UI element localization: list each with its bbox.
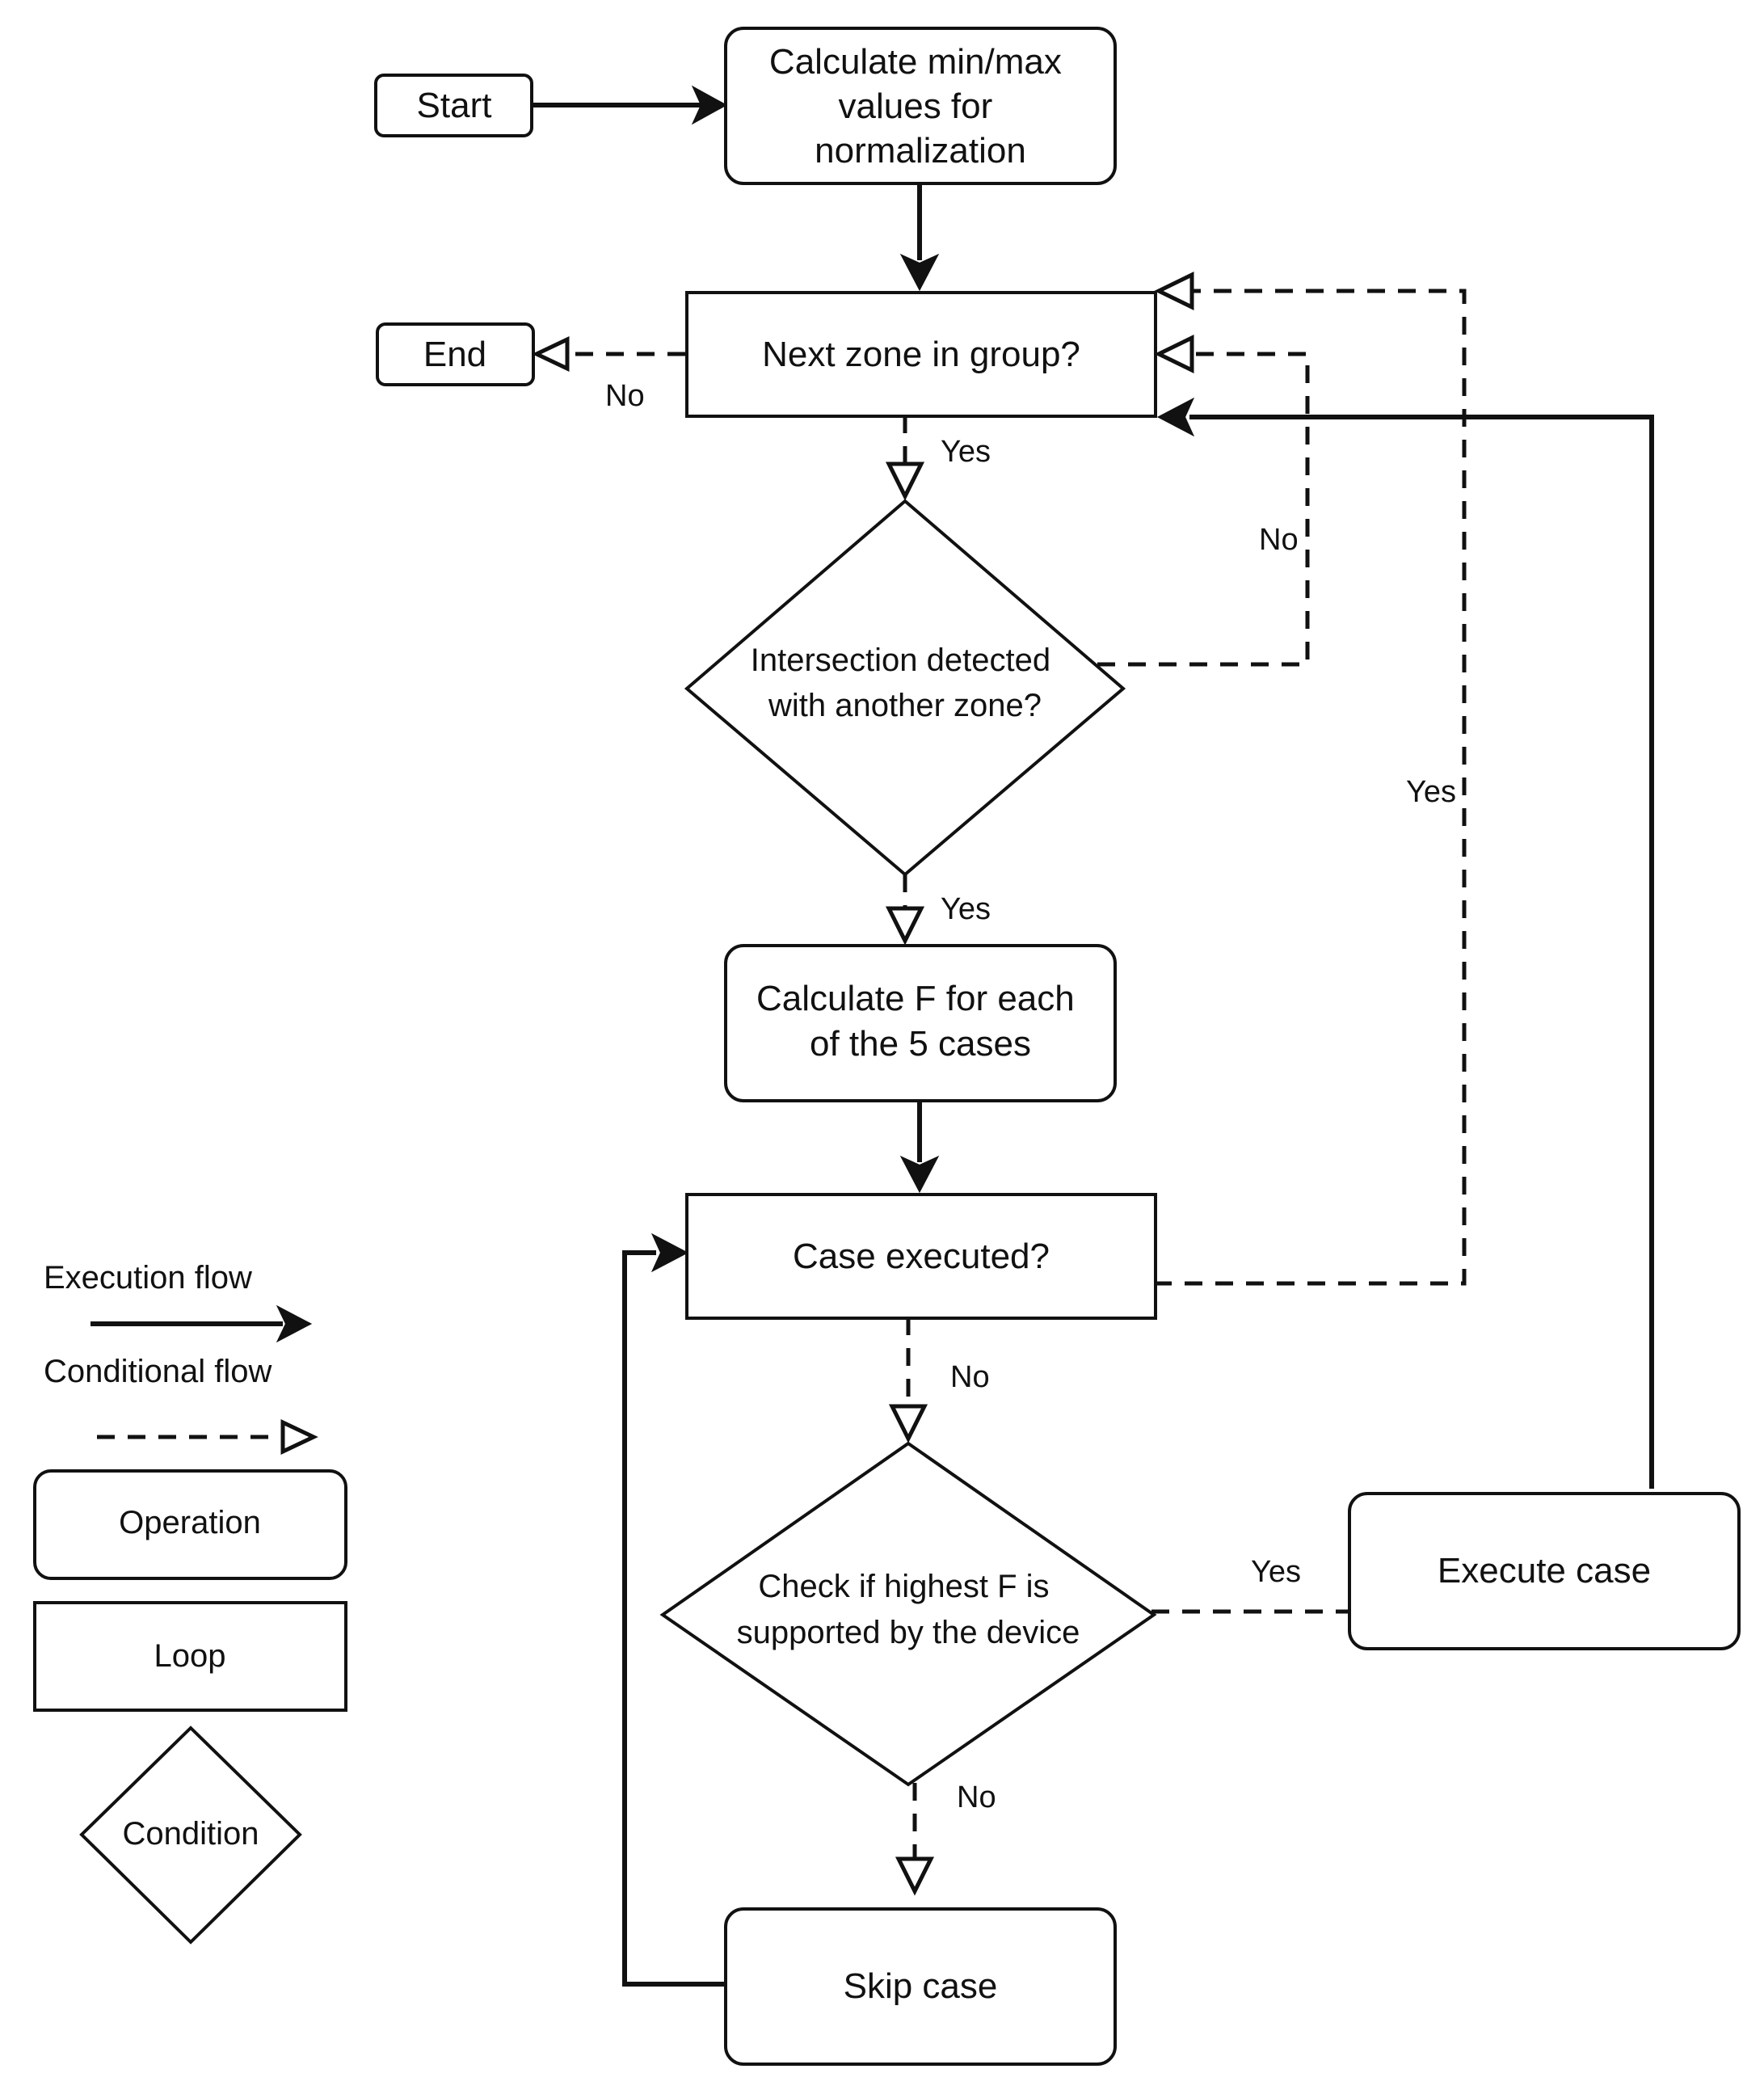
calc-f-label: Calculate F for each of the 5 cases xyxy=(756,979,1084,1064)
next-zone-loop xyxy=(685,291,1157,418)
legend: Execution flow Conditional flow Operatio… xyxy=(33,1260,347,1945)
edge-case-executed-yes-to-next-zone xyxy=(1154,289,1467,1286)
calc-f-node xyxy=(724,944,1117,1102)
execute-case-node xyxy=(1348,1492,1741,1650)
edge-label-check-yes: Yes xyxy=(1251,1555,1301,1589)
case-executed-loop xyxy=(685,1193,1157,1320)
case-executed-label: Case executed? xyxy=(793,1237,1050,1276)
arrowhead-solid xyxy=(1156,397,1195,437)
skip-case-node xyxy=(724,1907,1117,2066)
arrowhead-open xyxy=(280,1419,318,1455)
legend-conditional-flow-label: Conditional flow xyxy=(44,1354,272,1389)
edge-label-case-executed-yes: Yes xyxy=(1406,775,1456,809)
calc-minmax-line-3: normalization xyxy=(815,131,1026,171)
arrowhead-solid xyxy=(899,253,940,292)
edge-execute-to-next-zone xyxy=(1189,415,1654,1489)
calc-minmax-line-1: Calculate min/max xyxy=(769,42,1062,82)
edge-label-next-yes: Yes xyxy=(941,435,991,469)
execute-case-label: Execute case xyxy=(1438,1551,1651,1591)
edge-intersection-no-to-next-zone xyxy=(1097,352,1310,667)
check-highest-line-1: Check if highest F is xyxy=(758,1569,1049,1604)
calc-f-line-2: of the 5 cases xyxy=(810,1024,1031,1064)
arrowhead-solid xyxy=(276,1304,313,1343)
arrowhead-solid xyxy=(899,1155,940,1194)
arrowhead-open xyxy=(895,1856,935,1896)
start-node-label: Start xyxy=(417,86,492,125)
intersection-label: Intersection detected with another zone? xyxy=(751,643,1059,723)
arrowhead-open xyxy=(888,1404,928,1443)
end-node-label: End xyxy=(423,335,486,374)
legend-loop-label: Loop xyxy=(154,1638,226,1674)
edge-skip-to-case-executed xyxy=(622,1250,726,1987)
end-node xyxy=(376,322,535,386)
arrowhead-solid xyxy=(650,1233,689,1273)
arrowhead-open xyxy=(1154,334,1194,374)
legend-condition-label: Condition xyxy=(122,1816,259,1852)
legend-execution-flow-label: Execution flow xyxy=(44,1260,252,1296)
next-zone-label: Next zone in group? xyxy=(762,335,1080,374)
calc-f-line-1: Calculate F for each xyxy=(756,979,1075,1018)
check-highest-label: Check if highest F is supported by the d… xyxy=(737,1569,1080,1650)
edge-label-check-no: No xyxy=(957,1780,996,1814)
calc-minmax-node xyxy=(724,27,1117,185)
intersection-condition xyxy=(684,499,1126,877)
arrowhead-solid xyxy=(691,85,728,125)
skip-case-label: Skip case xyxy=(844,1966,998,2006)
edge-label-case-executed-no: No xyxy=(950,1360,990,1394)
intersection-line-1: Intersection detected xyxy=(751,643,1050,678)
check-highest-condition xyxy=(659,1441,1157,1787)
edge-label-next-no: No xyxy=(605,379,645,413)
legend-loop-shape xyxy=(33,1601,347,1712)
check-highest-line-2: supported by the device xyxy=(737,1615,1080,1650)
start-node xyxy=(374,74,533,137)
calc-minmax-label: Calculate min/max values for normalizati… xyxy=(769,42,1071,171)
edge-label-intersection-yes: Yes xyxy=(941,892,991,926)
arrowhead-open xyxy=(885,906,925,946)
calc-minmax-line-2: values for xyxy=(839,86,993,126)
legend-operation-shape xyxy=(33,1469,347,1580)
arrowhead-open xyxy=(1154,271,1194,311)
legend-operation-label: Operation xyxy=(119,1505,261,1540)
edge-label-intersection-no: No xyxy=(1259,523,1299,557)
arrowhead-open xyxy=(885,461,925,501)
intersection-line-2: with another zone? xyxy=(768,688,1042,723)
legend-condition-shape xyxy=(79,1726,302,1945)
arrowhead-open xyxy=(532,336,570,372)
